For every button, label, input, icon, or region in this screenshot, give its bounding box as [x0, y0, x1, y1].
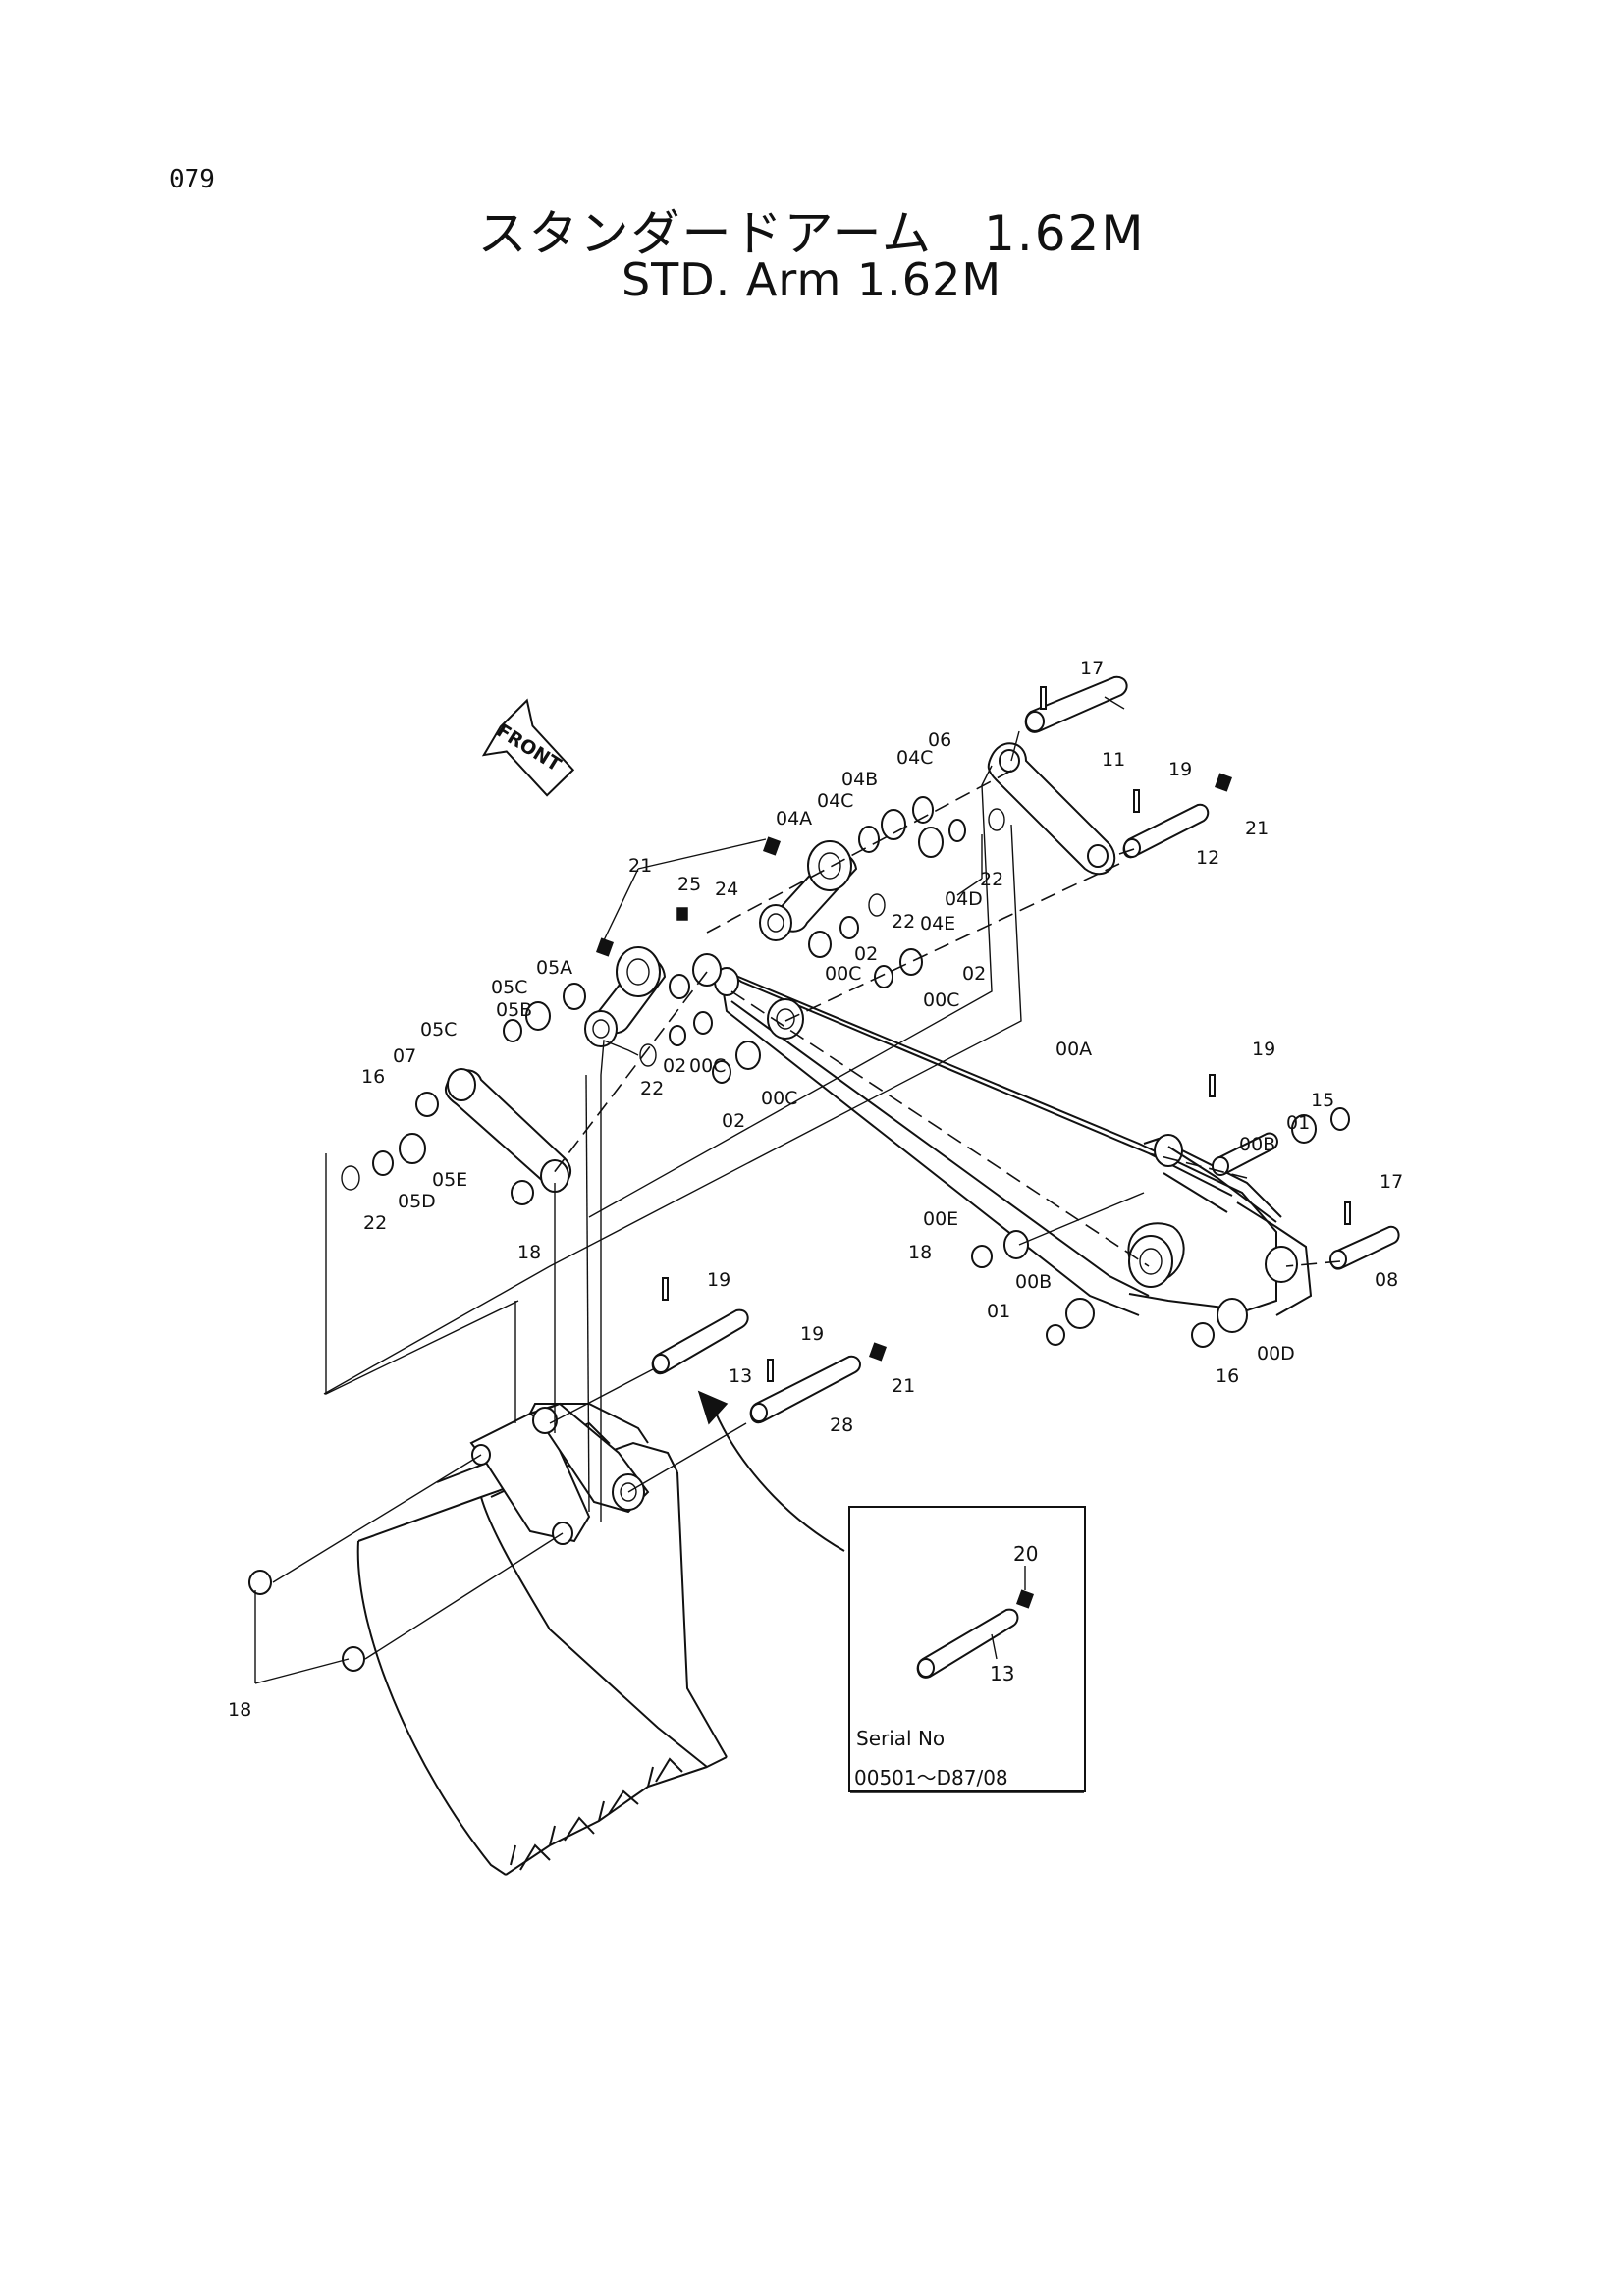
callout: 22 [640, 1078, 664, 1099]
callout: 22 [363, 1212, 387, 1234]
callout: 02 [722, 1110, 745, 1132]
callout: 18 [517, 1242, 541, 1263]
link-06 [987, 742, 1116, 876]
callout: 01 [1286, 1112, 1310, 1134]
callout: 00C [923, 989, 959, 1011]
callout: 00C [825, 963, 861, 985]
callout: 00D [1257, 1343, 1295, 1364]
callout: 22 [980, 869, 1003, 890]
callout: 12 [1196, 847, 1219, 869]
pin-12 [1122, 803, 1210, 859]
callout: 02 [962, 963, 986, 985]
callout: 04C [896, 747, 933, 769]
inset-callout-13: 13 [990, 1662, 1014, 1685]
callout: 15 [1311, 1090, 1334, 1111]
callout: 16 [1216, 1365, 1239, 1387]
callout: 18 [908, 1242, 932, 1263]
callout: 00B [1015, 1271, 1052, 1293]
callout: 05E [432, 1169, 467, 1191]
callout: 08 [1375, 1269, 1398, 1291]
small-parts [596, 686, 1351, 1382]
pin-08 [1329, 1225, 1400, 1270]
callout: 02 [663, 1055, 686, 1077]
callout: 05C [491, 977, 527, 998]
callout: 05C [420, 1019, 457, 1041]
inset-serial-label: Serial No [856, 1727, 945, 1750]
bucket-bracket [469, 1402, 650, 1545]
callout: 21 [628, 855, 652, 877]
page-number: 079 [169, 165, 215, 194]
callout: 18 [228, 1699, 251, 1721]
link-04a [759, 840, 858, 941]
callout: 04A [776, 808, 812, 829]
callout: 17 [1080, 658, 1104, 679]
callout: 19 [707, 1269, 730, 1291]
callout: 19 [1252, 1039, 1275, 1060]
callout: 22 [892, 911, 915, 933]
callout: 00C [761, 1088, 797, 1109]
bushings-and-washers [248, 796, 1350, 1672]
inset-pointer-arrow [697, 1390, 845, 1552]
callout: 04B [841, 769, 878, 790]
alignment-lines [272, 765, 1341, 1660]
title-english: STD. Arm 1.62M [621, 253, 1002, 306]
callout: 00E [923, 1208, 958, 1230]
callout: 16 [361, 1066, 385, 1088]
callout: 24 [715, 879, 738, 900]
callout: 02 [854, 943, 878, 965]
title-japanese: スタンダードアーム 1.62M [477, 205, 1146, 262]
callout: 21 [1245, 818, 1269, 839]
serial-inset: 20 13 Serial No 00501～D87/08 [848, 1506, 1086, 1793]
callout: 17 [1380, 1171, 1403, 1193]
leader-lines [254, 696, 1125, 1684]
inset-serial-range: 00501～D87/08 [854, 1766, 1008, 1789]
callout: 13 [729, 1365, 752, 1387]
callout: 05B [496, 999, 532, 1021]
callout: 06 [928, 729, 951, 751]
callout: 05D [398, 1191, 436, 1212]
inset-callout-20: 20 [1013, 1542, 1038, 1566]
callout: 01 [987, 1301, 1010, 1322]
link-05a [584, 946, 667, 1047]
front-arrow: FRONT [481, 698, 575, 797]
callout: 25 [677, 874, 701, 895]
pin-13 [651, 1308, 749, 1375]
callout: 04D [945, 888, 983, 910]
callout: 00B [1239, 1134, 1275, 1155]
callout: 11 [1102, 749, 1125, 771]
callout: 04E [920, 913, 955, 934]
callout: 00C [689, 1055, 726, 1077]
callout: 28 [830, 1415, 853, 1436]
arm-body [714, 967, 1313, 1316]
callout: 05A [536, 957, 572, 979]
pin-11 [1024, 675, 1128, 733]
callout: 04C [817, 790, 853, 812]
callout: 21 [892, 1375, 915, 1397]
callout: 19 [1168, 759, 1192, 780]
pin-28 [749, 1355, 861, 1424]
callout: 07 [393, 1045, 416, 1067]
callout: 19 [800, 1323, 824, 1345]
callout: 00A [1055, 1039, 1092, 1060]
callout-labels: 17 11 06 19 21 12 04C 04B 04C 04A 04D 22… [228, 658, 1403, 1721]
